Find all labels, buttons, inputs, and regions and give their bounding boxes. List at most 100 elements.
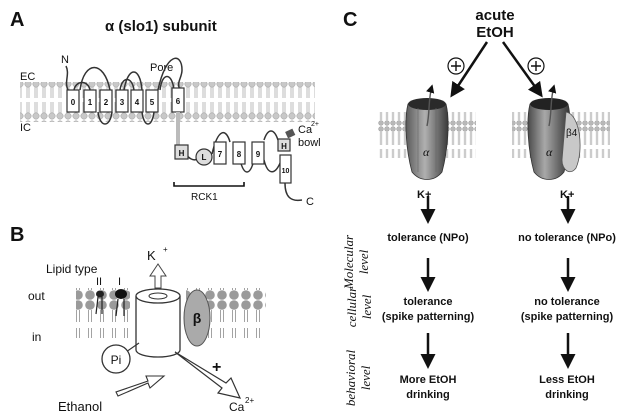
segment-8: 8: [232, 141, 246, 165]
segment-2: 2: [99, 89, 113, 113]
k-ion-charge: +: [163, 245, 168, 254]
svg-text:level: level: [356, 249, 371, 274]
molecular-level-label: Molecular level: [341, 234, 371, 290]
behavioral-left-text-1: More EtOH: [400, 374, 457, 386]
rck1-bracket: [173, 182, 245, 187]
k-label-right: K+: [560, 189, 574, 201]
svg-text:behavioral: behavioral: [343, 349, 358, 406]
bk-channel-alpha: α: [405, 98, 449, 180]
segment-0: 0: [66, 89, 80, 113]
svg-text:H: H: [281, 142, 287, 151]
acute-label: acute: [475, 7, 514, 24]
panel-a-letter: A: [10, 9, 24, 31]
pore-loop: [157, 57, 183, 91]
svg-text:H: H: [179, 149, 185, 158]
n-terminal-label: N: [61, 54, 69, 66]
behavioral-level-label: behavioral level: [343, 349, 373, 406]
panel-b: B out in Lipid type II I K + β: [10, 224, 266, 414]
svg-text:1: 1: [88, 98, 93, 107]
s6-linker: [176, 112, 180, 148]
svg-text:4: 4: [135, 98, 140, 107]
membrane-bilayer-a: [20, 82, 315, 122]
lipid-i: [115, 289, 127, 317]
panel-a: A α (slo1) subunit N EC IC Pore 0 1 2 3 …: [10, 9, 321, 208]
in-label: in: [32, 330, 41, 344]
segment-7: 7: [213, 141, 227, 165]
molecular-left-text: tolerance (NPo): [387, 232, 469, 244]
domain-h: H: [174, 144, 189, 160]
svg-text:7: 7: [218, 150, 223, 159]
domain-l: L: [195, 148, 213, 166]
svg-text:cellular: cellular: [344, 286, 359, 327]
pi-phosphate: Pi: [101, 344, 131, 374]
lipid-ii-label: II: [96, 276, 102, 288]
svg-text:10: 10: [282, 168, 290, 175]
svg-text:9: 9: [256, 150, 261, 159]
svg-text:L: L: [202, 153, 207, 162]
segment-10: 10: [279, 154, 292, 184]
svg-text:8: 8: [237, 150, 242, 159]
cellular-right-text-2: (spike patterning): [521, 311, 614, 323]
svg-text:2: 2: [104, 98, 109, 107]
calcium-arrow: [174, 351, 242, 399]
ethanol-label: Ethanol: [58, 399, 102, 414]
svg-text:Pi: Pi: [111, 353, 122, 367]
panel-b-letter: B: [10, 224, 24, 246]
segment-4: 4: [130, 89, 144, 113]
bowl-label: bowl: [298, 137, 321, 149]
lipid-ii: [95, 290, 104, 315]
alpha-label-right: α: [546, 145, 553, 159]
channel-cylinder: [135, 288, 181, 358]
calcium-plus-sign: +: [212, 359, 221, 376]
alpha-label-left: α: [423, 145, 430, 159]
arrow-to-left-channel: [450, 41, 489, 98]
cellular-right-text-1: no tolerance: [534, 296, 599, 308]
k-flux-arrow-left: [426, 84, 435, 127]
c-terminal-tail: [284, 182, 303, 202]
svg-text:3: 3: [120, 98, 125, 107]
out-label: out: [28, 289, 45, 303]
segment-6: 6: [171, 87, 185, 113]
ec-label: EC: [20, 71, 35, 83]
pi-tether: [125, 342, 140, 353]
molecular-right-text: no tolerance (NPo): [518, 232, 616, 244]
beta4-label: β4: [566, 128, 578, 139]
domain-h2: H: [277, 138, 291, 152]
behavioral-right-text-2: drinking: [545, 389, 588, 401]
arrow-to-right-channel: [501, 41, 543, 98]
ic-label: IC: [20, 122, 31, 134]
calcium-bowl-marker: [285, 128, 296, 139]
calcium-label: Ca: [229, 400, 245, 414]
svg-text:0: 0: [71, 98, 76, 107]
svg-text:6: 6: [176, 97, 181, 106]
plus-circle-right: [527, 57, 545, 75]
cellular-level-label: cellular level: [344, 286, 374, 327]
svg-text:5: 5: [150, 98, 155, 107]
c-terminal-label: C: [306, 196, 314, 208]
k-flux-arrow-right: [548, 84, 557, 127]
segment-5: 5: [145, 89, 159, 113]
svg-text:level: level: [359, 294, 374, 319]
n-terminal-tail: [65, 65, 69, 91]
plus-circle-left: [447, 57, 465, 75]
svg-text:level: level: [358, 365, 373, 390]
behavioral-left-text-2: drinking: [406, 389, 449, 401]
cellular-left-text-1: tolerance: [404, 296, 453, 308]
pore-label: Pore: [150, 62, 173, 74]
ca-bowl-charge: 2+: [311, 121, 319, 128]
beta-subunit: β: [183, 289, 211, 347]
bk-channel-alpha-beta4: α β4: [527, 98, 581, 180]
lipid-type-label: Lipid type: [46, 262, 98, 276]
k-efflux-arrow: [149, 263, 167, 289]
segment-9: 9: [251, 141, 265, 165]
cellular-left-text-2: (spike patterning): [382, 311, 475, 323]
svg-text:β: β: [193, 310, 202, 326]
lipid-i-label: I: [118, 276, 121, 288]
cytosolic-loops: [181, 130, 279, 173]
segment-1: 1: [83, 89, 97, 113]
k-ion-label: K: [147, 248, 156, 263]
segment-3: 3: [115, 89, 129, 113]
ethanol-arrow: [115, 375, 166, 397]
behavioral-right-text-1: Less EtOH: [539, 374, 595, 386]
panel-a-title: α (slo1) subunit: [105, 18, 217, 35]
